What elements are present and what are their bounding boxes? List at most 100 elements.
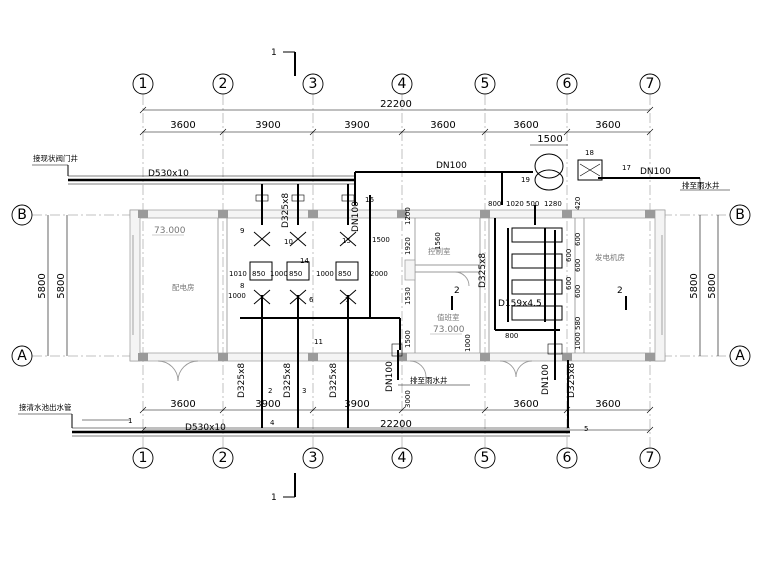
pipe-label: D530x10 (185, 423, 226, 433)
axis-label: 4 (398, 76, 407, 92)
axis-label: B (17, 207, 27, 223)
svg-text:2000: 2000 (370, 270, 388, 278)
axis-label: 5 (481, 76, 490, 92)
section-ref: 2 (617, 286, 623, 296)
svg-text:3900: 3900 (255, 120, 280, 131)
pipe-label: DN100 (385, 361, 395, 392)
section-mark-bottom: 1 (271, 473, 296, 503)
axis-label: 2 (219, 450, 228, 466)
axis-label: A (735, 348, 745, 364)
svg-text:19: 19 (521, 176, 530, 184)
axis-label: 5 (481, 450, 490, 466)
svg-text:17: 17 (622, 164, 631, 172)
pipe-label: D325x8 (567, 363, 577, 398)
svg-text:3600: 3600 (513, 120, 538, 131)
pipe-label: DN100 (351, 201, 361, 232)
pipe-label: D325x8 (329, 363, 339, 398)
svg-text:1500: 1500 (404, 330, 412, 348)
callout-text: 排至雨水井 (682, 180, 720, 190)
pipe-labels: D530x10 D530x10 DN100 DN100 DN100 DN100 … (148, 161, 671, 433)
svg-text:420: 420 (574, 197, 582, 210)
dimension-side-right: 5800 5800 (689, 215, 719, 356)
svg-text:16: 16 (365, 196, 374, 204)
svg-text:5800: 5800 (707, 273, 718, 298)
room-name: 值班室 (437, 312, 460, 322)
svg-text:1000: 1000 (270, 270, 288, 278)
pipe-label: DN100 (640, 167, 671, 177)
room-labels: 73.000 配电房 控制室 值班室 73.000 发电机房 (152, 226, 625, 335)
dimension-side-left: 5800 5800 (37, 215, 68, 356)
axis-label: 1 (139, 450, 148, 466)
svg-text:580: 580 (574, 317, 582, 330)
svg-text:600: 600 (565, 277, 573, 290)
svg-text:800: 800 (505, 332, 518, 340)
svg-text:3900: 3900 (344, 399, 369, 410)
axis-label: 6 (563, 76, 572, 92)
room-name: 配电房 (172, 282, 195, 292)
svg-text:1200: 1200 (404, 207, 412, 225)
svg-text:1500: 1500 (537, 134, 562, 145)
svg-text:15: 15 (342, 237, 351, 245)
pipe-label: D325x8 (237, 363, 247, 398)
axis-label: A (17, 348, 27, 364)
axis-label: 4 (398, 450, 407, 466)
svg-text:800: 800 (488, 200, 501, 208)
svg-text:2: 2 (268, 387, 272, 395)
svg-text:500: 500 (526, 200, 539, 208)
axis-label: 7 (646, 76, 655, 92)
svg-text:850: 850 (289, 270, 302, 278)
svg-text:11: 11 (314, 338, 323, 346)
callout-text: 接现状阀门井 (33, 153, 78, 163)
svg-text:600: 600 (574, 259, 582, 272)
svg-text:3600: 3600 (430, 120, 455, 131)
svg-text:8: 8 (240, 282, 244, 290)
svg-text:1280: 1280 (544, 200, 562, 208)
axis-label: 2 (219, 76, 228, 92)
svg-text:850: 850 (338, 270, 351, 278)
svg-text:6: 6 (309, 296, 314, 304)
pipe-label: D159x4.5 (498, 299, 542, 309)
section-ref: 2 (454, 286, 460, 296)
room-name: 发电机房 (595, 252, 625, 262)
svg-text:5800: 5800 (37, 273, 48, 298)
item-numbers: 1 2 3 4 5 6 7 8 9 10 11 14 15 16 17 18 1… (128, 149, 631, 433)
svg-text:3600: 3600 (595, 399, 620, 410)
svg-text:3600: 3600 (513, 399, 538, 410)
pipe-label: D325x8 (478, 253, 488, 288)
axis-label: 3 (309, 76, 318, 92)
elevation-label: 73.000 (433, 325, 465, 335)
svg-text:1000: 1000 (228, 292, 246, 300)
svg-text:10: 10 (284, 238, 293, 246)
axis-label: 3 (309, 450, 318, 466)
svg-text:4: 4 (270, 419, 275, 427)
inner-dimensions: 850 850 850 1010 1000 1000 1000 1200 192… (228, 197, 582, 408)
section-mark-top: 1 (271, 48, 296, 76)
svg-text:3600: 3600 (170, 399, 195, 410)
axis-bubbles-top: 1 2 3 4 5 6 7 (132, 73, 661, 95)
pipe-label: D325x8 (281, 193, 291, 228)
svg-text:600: 600 (574, 285, 582, 298)
svg-text:1920: 1920 (404, 237, 412, 255)
svg-text:1: 1 (128, 417, 132, 425)
svg-text:1020: 1020 (506, 200, 524, 208)
svg-text:1010: 1010 (229, 270, 247, 278)
svg-text:5: 5 (584, 425, 588, 433)
svg-text:3600: 3600 (595, 120, 620, 131)
axis-label: 6 (563, 450, 572, 466)
pipe-label: D325x8 (283, 363, 293, 398)
svg-text:1000: 1000 (316, 270, 334, 278)
svg-text:3000: 3000 (404, 390, 412, 408)
callouts: 接现状阀门井 接清水池出水管 排至雨水井 排至雨水井 (19, 153, 720, 421)
svg-text:850: 850 (252, 270, 265, 278)
svg-text:5800: 5800 (689, 273, 700, 298)
axis-label: 1 (139, 76, 148, 92)
total-dimension: 22200 (380, 99, 412, 110)
axis-bubbles-bottom: 1 2 3 4 5 6 7 (132, 447, 661, 469)
section-number: 1 (271, 493, 277, 503)
svg-text:1560: 1560 (434, 232, 442, 250)
callout-text: 接清水池出水管 (19, 402, 72, 412)
svg-text:1530: 1530 (404, 287, 412, 305)
svg-text:7: 7 (345, 296, 349, 304)
svg-text:1500: 1500 (372, 236, 390, 244)
dimension-top: 22200 3600 3900 3900 3600 3600 3600 1500 (139, 99, 654, 146)
